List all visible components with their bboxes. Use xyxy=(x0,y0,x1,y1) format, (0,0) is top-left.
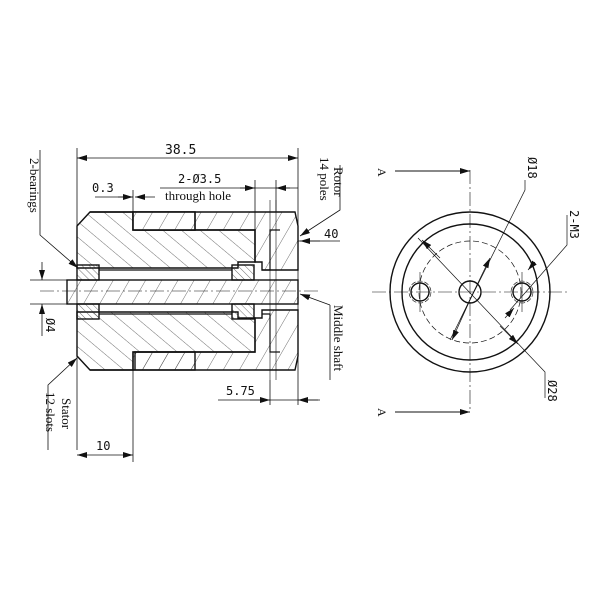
rotor-callout: Rotor xyxy=(331,167,346,197)
thread-spec-dim: 2-M3 xyxy=(567,210,581,239)
rotor-offset-dim: 5.75 xyxy=(226,384,255,398)
side-view-dimensions xyxy=(30,148,340,462)
clearance-dim: 0.3 xyxy=(92,181,114,195)
stator-callout: Stator xyxy=(59,398,74,430)
hole-note: through hole xyxy=(165,188,231,203)
pitch-circle-dim: Ø18 xyxy=(525,157,539,179)
bearing-bottom-left xyxy=(76,303,100,320)
outer-diameter-end-dim: Ø28 xyxy=(545,380,559,402)
overall-length-dim: 38.5 xyxy=(165,143,196,158)
bearing-top-left xyxy=(76,264,100,281)
bearings-callout: 2-bearings xyxy=(27,158,42,213)
side-section-view xyxy=(40,200,320,380)
bearing-top-right xyxy=(231,264,255,281)
shaft-diameter-dim: Ø4 xyxy=(43,318,57,332)
section-label-top: A xyxy=(375,168,389,177)
rotor-poles-callout: 14 poles xyxy=(317,157,332,201)
section-label-bottom: A xyxy=(375,408,389,417)
end-view xyxy=(372,168,570,415)
bearing-bottom-right xyxy=(231,303,255,320)
stator-length-dim: 10 xyxy=(96,439,110,453)
middle-shaft xyxy=(66,279,299,305)
side-view-leaders xyxy=(39,150,341,450)
middle-shaft-callout: Middle shaft xyxy=(331,305,346,371)
hole-spec-dim: 2-Ø3.5 xyxy=(178,172,221,186)
outer-diameter-dim: 40 xyxy=(324,227,338,241)
stator-slots-callout: 12 slots xyxy=(43,392,58,432)
